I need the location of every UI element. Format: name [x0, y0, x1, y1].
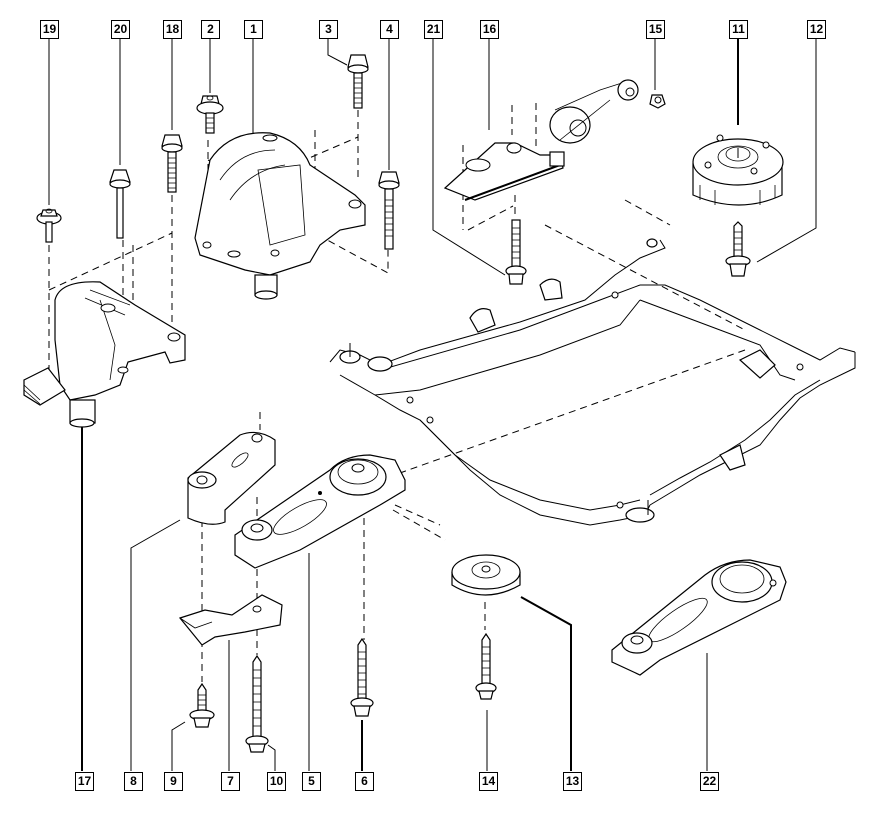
- part-22-torque-rod: [611, 559, 787, 676]
- callout-18: 18: [163, 20, 182, 39]
- part-2-flanged-nut: [196, 95, 224, 134]
- callout-19: 19: [40, 20, 59, 39]
- callout-8: 8: [124, 772, 143, 791]
- part-20-stud-bolt: [109, 169, 131, 239]
- callout-1: 1: [244, 20, 263, 39]
- callout-17: 17: [75, 772, 94, 791]
- callout-4: 4: [380, 20, 399, 39]
- callout-3: 3: [319, 20, 338, 39]
- leader-lines-top: [48, 37, 817, 276]
- callout-6: 6: [355, 772, 374, 791]
- part-8-link-bracket: [187, 431, 276, 525]
- part-17-gearbox-mount: [23, 281, 186, 428]
- part-7-bracket-plate: [178, 594, 283, 646]
- callout-2: 2: [201, 20, 220, 39]
- leader-lines-bottom: [81, 425, 708, 771]
- callout-20: 20: [111, 20, 130, 39]
- part-9-bolt: [189, 682, 215, 728]
- callout-16: 16: [480, 20, 499, 39]
- callout-14: 14: [479, 772, 498, 791]
- callout-10: 10: [267, 772, 286, 791]
- part-3-bolt: [347, 54, 369, 109]
- callout-13: 13: [563, 772, 582, 791]
- callout-21: 21: [424, 20, 443, 39]
- part-18-bolt: [161, 134, 183, 193]
- callout-11: 11: [729, 20, 748, 39]
- callout-12: 12: [807, 20, 826, 39]
- front-subframe: [329, 238, 856, 526]
- callout-15: 15: [646, 20, 665, 39]
- part-11-round-mount: [692, 134, 784, 206]
- part-19-flanged-nut: [36, 208, 62, 243]
- callout-7: 7: [221, 772, 240, 791]
- part-21-bolt: [505, 219, 527, 285]
- part-15-nut: [649, 94, 666, 109]
- part-1-engine-mount: [194, 132, 366, 300]
- part-12-bolt: [725, 221, 751, 277]
- part-13-rubber-pad: [451, 554, 521, 596]
- part-5-torque-rod: [234, 454, 406, 569]
- part-4-bolt: [378, 171, 400, 250]
- part-16-bracket-bushing: [443, 79, 639, 201]
- callout-22: 22: [700, 772, 719, 791]
- part-6-bolt: [350, 637, 374, 717]
- callout-9: 9: [164, 772, 183, 791]
- callout-5: 5: [302, 772, 321, 791]
- part-14-bolt: [475, 632, 497, 700]
- part-10-bolt: [245, 654, 269, 753]
